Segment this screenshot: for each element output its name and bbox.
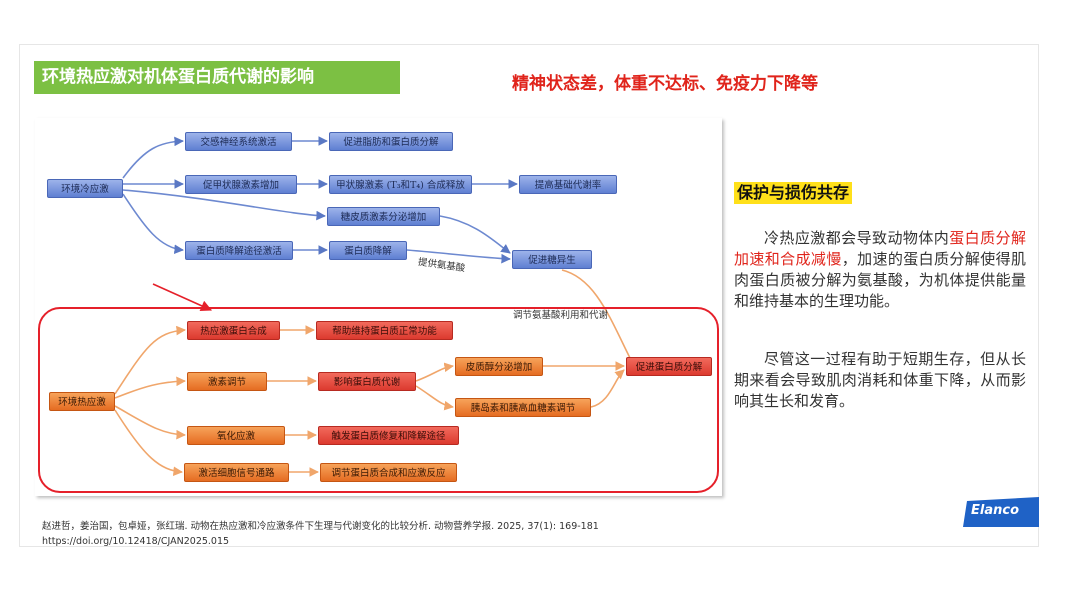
paragraph-1: 冷热应激都会导致动物体内蛋白质分解加速和合成减慢，加速的蛋白质分解使得肌肉蛋白质… [734, 228, 1026, 312]
citation-doi: https://doi.org/10.12418/CJAN2025.015 [42, 536, 230, 547]
diagram-connectors [114, 136, 631, 477]
metabolism-diagram: 环境冷应激 交感神经系统激活 促甲状腺激素增加 糖皮质激素分泌增加 蛋白质降解途… [35, 118, 722, 496]
elanco-logo: Elanco [963, 497, 1039, 527]
section-heading: 保护与损伤共存 [734, 182, 853, 204]
node-sympathetic: 交感神经系统激活 [185, 132, 292, 151]
node-maintain-function: 帮助维持蛋白质正常功能 [316, 321, 453, 340]
node-regulate-synthesis: 调节蛋白质合成和应激反应 [320, 463, 457, 482]
node-protein-pathway: 蛋白质降解途径激活 [185, 241, 293, 260]
node-glucocorticoid: 糖皮质激素分泌增加 [327, 207, 440, 226]
heat-stress-region [38, 307, 719, 493]
node-insulin-glucagon: 胰岛素和胰高血糖素调节 [455, 398, 591, 417]
citation: 赵进哲，姜治国，包卓娅，张红瑞. 动物在热应激和冷应激条件下生理与代谢变化的比较… [42, 519, 599, 549]
node-fat-protein-decomp: 促进脂肪和蛋白质分解 [329, 132, 453, 151]
node-hormone-regulation: 激素调节 [187, 372, 267, 391]
citation-reference: 赵进哲，姜治国，包卓娅，张红瑞. 动物在热应激和冷应激条件下生理与代谢变化的比较… [42, 521, 599, 532]
node-thyroid-stimulating: 促甲状腺激素增加 [185, 175, 297, 194]
node-cold-stress: 环境冷应激 [47, 179, 123, 198]
node-affect-metabolism: 影响蛋白质代谢 [318, 372, 416, 391]
p1-text: 冷热应激都会导致动物体内 [764, 229, 950, 247]
node-heat-stress: 环境热应激 [49, 392, 115, 411]
node-basal-metabolism: 提高基础代谢率 [519, 175, 617, 194]
node-repair-degrade: 触发蛋白质修复和降解途径 [318, 426, 459, 445]
p1-highlight: 蛋白质分解加速和合成减慢 [734, 229, 1026, 268]
logo-text: Elanco [971, 503, 1020, 518]
node-promote-decomposition: 促进蛋白质分解 [626, 357, 712, 376]
label-regulate-amino: 调节氨基酸利用和代谢 [513, 310, 609, 321]
node-cortisol: 皮质醇分泌增加 [455, 357, 543, 376]
node-thyroxine: 甲状腺激素 (T₃和T₄) 合成释放 [329, 175, 472, 194]
paragraph-2: 尽管这一过程有助于短期生存，但从长期来看会导致肌肉消耗和体重下降，从而影响其生长… [734, 350, 1026, 410]
p1-text-rest: ，加速的蛋白质分解使得肌肉蛋白质被分解为氨基酸，为机体提供能量和维持基本的生理功… [734, 250, 1026, 310]
node-oxidative-stress: 氧化应激 [187, 426, 285, 445]
logo-shape [963, 497, 1039, 527]
node-hsp-synthesis: 热应激蛋白合成 [187, 321, 280, 340]
node-protein-degradation: 蛋白质降解 [329, 241, 407, 260]
slide-subtitle: 精神状态差，体重不达标、免疫力下降等 [512, 74, 818, 94]
node-gluconeogenesis: 促进糖异生 [512, 250, 592, 269]
slide-title: 环境热应激对机体蛋白质代谢的影响 [34, 61, 400, 94]
node-cell-signaling: 激活细胞信号通路 [184, 463, 289, 482]
